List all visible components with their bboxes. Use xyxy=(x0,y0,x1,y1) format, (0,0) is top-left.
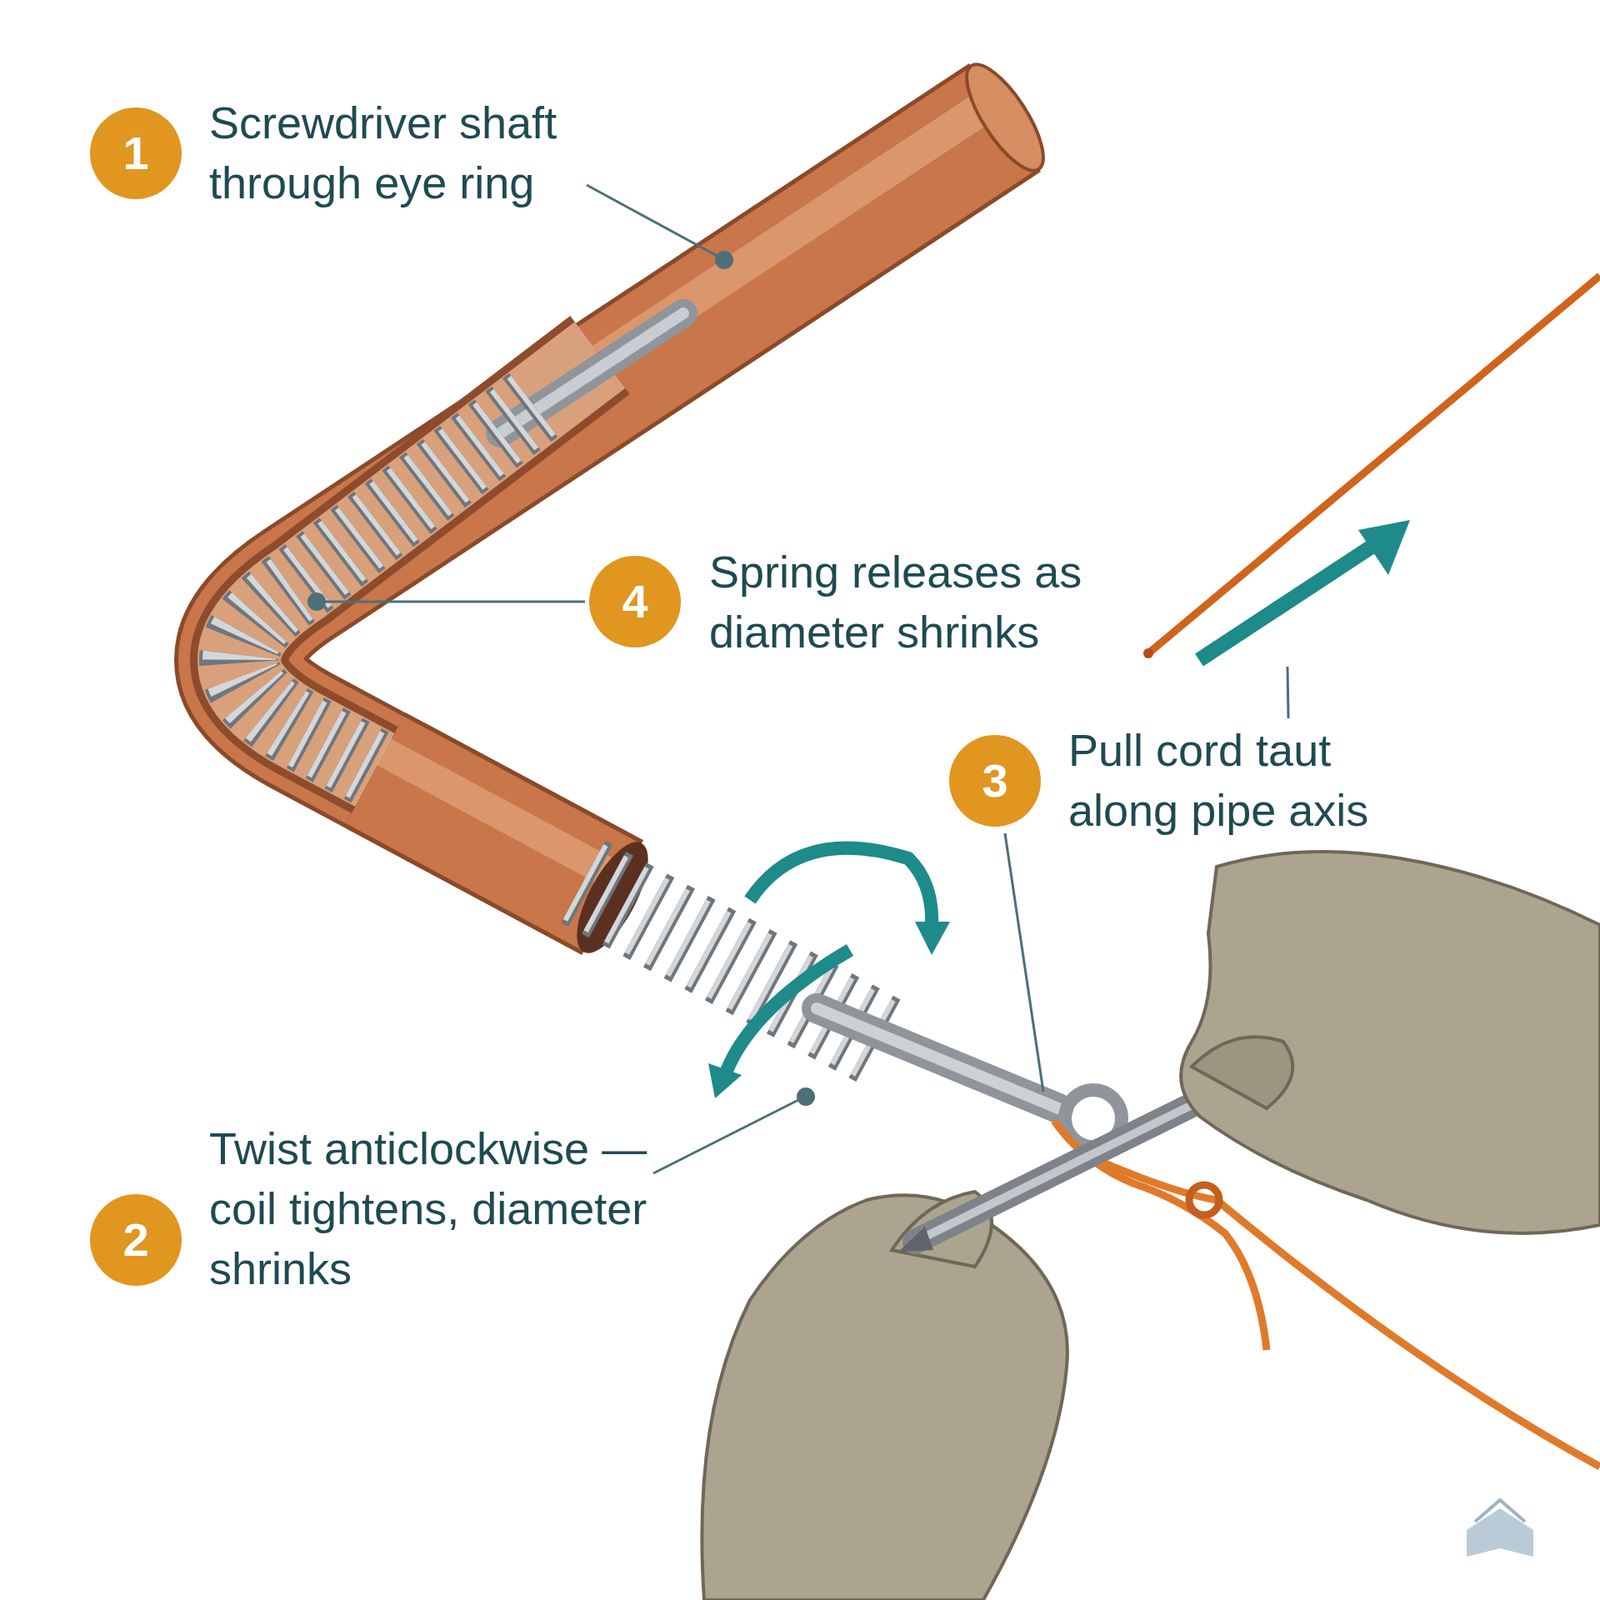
callout-circle: 1Screwdriver shaft through eye ring xyxy=(90,107,182,200)
callout-text: Pull cord taut along pipe axis xyxy=(1068,720,1444,840)
callout-text: Screwdriver shaft through eye ring xyxy=(209,92,660,213)
callout-number: 1 xyxy=(90,107,182,200)
callout-text: Spring releases as diameter shrinks xyxy=(709,541,1160,662)
callout-number: 2 xyxy=(90,1194,182,1286)
callout-circle: 2Twist anticlockwise — coil tightens, di… xyxy=(90,1194,182,1286)
callout-text: Twist anticlockwise — coil tightens, dia… xyxy=(209,1118,689,1299)
callout-number: 4 xyxy=(589,555,681,648)
callout-circle: 3Pull cord taut along pipe axis xyxy=(949,735,1041,827)
callout-number: 3 xyxy=(949,735,1041,827)
callout-circle: 4Spring releases as diameter shrinks xyxy=(589,555,681,648)
